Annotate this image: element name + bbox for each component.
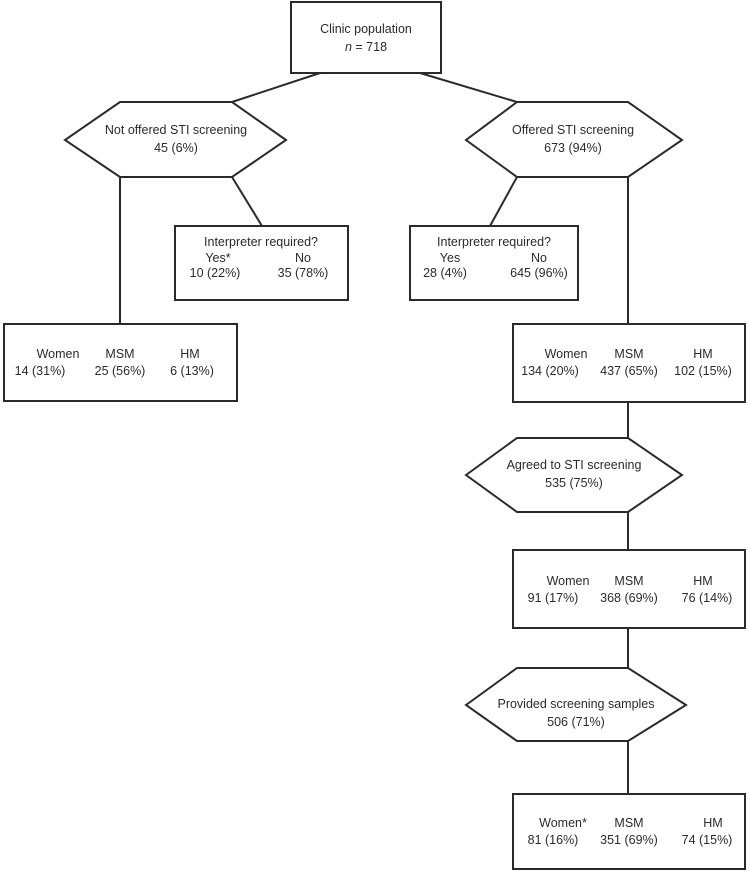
msm-value: 368 (69%) [600,591,658,605]
node-count: 673 (94%) [544,141,602,155]
no-label: No [295,251,311,265]
no-value: 645 (96%) [510,266,568,280]
node-count: 506 (71%) [547,715,605,729]
node-count: 45 (6%) [154,141,198,155]
node-box [3,323,238,402]
node-box [174,225,349,301]
women-value: 81 (16%) [528,833,579,847]
node-label: Offered STI screening [512,123,634,137]
node-box [512,793,746,870]
women-label: Women [547,574,590,588]
node-demographics-left: Women MSM HM 14 (31%) 25 (56%) 6 (13%) [3,323,238,402]
node-label: Agreed to STI screening [507,458,642,472]
node-label: Not offered STI screening [105,123,247,137]
women-value: 14 (31%) [15,364,66,378]
connectors [119,72,629,794]
women-value: 134 (20%) [521,364,579,378]
node-not-offered: Not offered STI screening 45 (6%) [63,101,288,178]
connector-root-right [419,72,518,103]
women-label: Women [545,347,588,361]
women-label: Women [37,347,80,361]
connector-notoffered-interp [231,176,263,227]
node-title: Interpreter required? [437,235,551,249]
node-interpreter-left: Interpreter required? Yes* No 10 (22%) 3… [174,225,349,301]
node-title: Clinic population [320,22,412,36]
msm-value: 25 (56%) [95,364,146,378]
yes-value: 10 (22%) [190,266,241,280]
node-title: Interpreter required? [204,235,318,249]
no-label: No [531,251,547,265]
hexagon-shape [63,101,288,178]
women-value: 91 (17%) [528,591,579,605]
node-box [512,549,746,629]
hm-value: 76 (14%) [682,591,733,605]
msm-value: 351 (69%) [600,833,658,847]
msm-label: MSM [614,347,643,361]
node-box [409,225,579,301]
node-count: n = 718 [345,40,387,54]
no-value: 35 (78%) [278,266,329,280]
msm-label: MSM [614,816,643,830]
hexagon-shape [464,667,688,742]
connector-root-left [231,72,321,103]
node-agreed: Agreed to STI screening 535 (75%) [464,437,684,513]
msm-label: MSM [105,347,134,361]
node-box [512,323,746,403]
node-label: Provided screening samples [497,697,654,711]
node-clinic-population: Clinic population n = 718 [290,1,442,74]
node-demographics-agreed: Women MSM HM 91 (17%) 368 (69%) 76 (14%) [512,549,746,629]
hm-label: HM [703,816,722,830]
msm-label: MSM [614,574,643,588]
node-count: 535 (75%) [545,476,603,490]
hm-label: HM [693,347,712,361]
hm-value: 6 (13%) [170,364,214,378]
women-label: Women* [539,816,587,830]
node-interpreter-right: Interpreter required? Yes No 28 (4%) 645… [409,225,579,301]
hm-value: 102 (15%) [674,364,732,378]
node-box [290,1,442,74]
hexagon-shape [464,101,684,178]
msm-value: 437 (65%) [600,364,658,378]
hm-label: HM [180,347,199,361]
connector-offered-interp [489,176,518,227]
node-demographics-right: Women MSM HM 134 (20%) 437 (65%) 102 (15… [512,323,746,403]
hm-value: 74 (15%) [682,833,733,847]
node-demographics-provided: Women* MSM HM 81 (16%) 351 (69%) 74 (15%… [512,793,746,870]
yes-label: Yes [440,251,460,265]
node-provided: Provided screening samples 506 (71%) [464,667,688,742]
yes-value: 28 (4%) [423,266,467,280]
hexagon-shape [464,437,684,513]
yes-label: Yes* [205,251,230,265]
node-offered: Offered STI screening 673 (94%) [464,101,684,178]
hm-label: HM [693,574,712,588]
